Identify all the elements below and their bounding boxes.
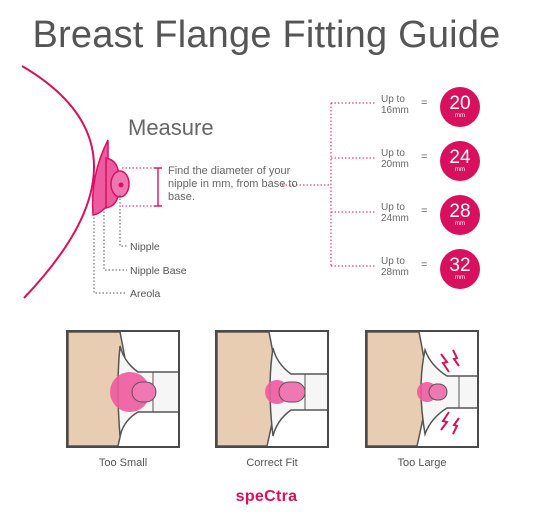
fit-caption: Too Large: [397, 457, 447, 469]
size-value: 24: [449, 147, 471, 168]
size-value: 20: [449, 93, 471, 114]
fit-caption: Correct Fit: [246, 457, 298, 469]
size-badge: 32 mm: [440, 249, 480, 289]
equals-sign: =: [421, 259, 428, 271]
fit-panel-too-small: [66, 330, 180, 448]
measure-instruction: Find the diameter of your nipple in mm, …: [168, 165, 298, 203]
measure-heading: Measure: [128, 115, 214, 140]
size-badge: 24 mm: [440, 141, 480, 181]
size-value: 32: [449, 255, 471, 276]
size-badge: 20 mm: [440, 87, 480, 127]
pain-zap-icon: [440, 411, 450, 431]
spectra-logo: speCtra: [235, 488, 298, 505]
label-nipple: Nipple: [130, 241, 160, 253]
page-title: Breast Flange Fitting Guide: [32, 14, 501, 56]
equals-sign: =: [421, 205, 428, 217]
pain-zap-icon: [440, 353, 450, 373]
equals-sign: =: [421, 97, 428, 109]
label-areola: Areola: [130, 288, 161, 300]
nipple-tip: [118, 182, 124, 188]
nipple-shape: [428, 383, 448, 401]
size-unit: mm: [455, 167, 465, 173]
size-value: 28: [449, 201, 471, 222]
equals-sign: =: [421, 151, 428, 163]
fit-caption: Too Small: [98, 457, 148, 469]
size-unit: mm: [455, 221, 465, 227]
nipple-shape: [131, 381, 157, 403]
fit-panel-too-large: [365, 330, 479, 448]
size-unit: mm: [455, 275, 465, 281]
pain-zap-icon: [452, 417, 460, 435]
label-nipple-base: Nipple Base: [130, 265, 187, 277]
pain-zap-icon: [452, 349, 460, 367]
nipple-shape: [278, 381, 306, 403]
breast-outline: [21, 65, 95, 299]
size-unit: mm: [455, 113, 465, 119]
fit-panel-correct-fit: [215, 330, 329, 448]
size-badge: 28 mm: [440, 195, 480, 235]
areola-shape: [91, 139, 109, 216]
